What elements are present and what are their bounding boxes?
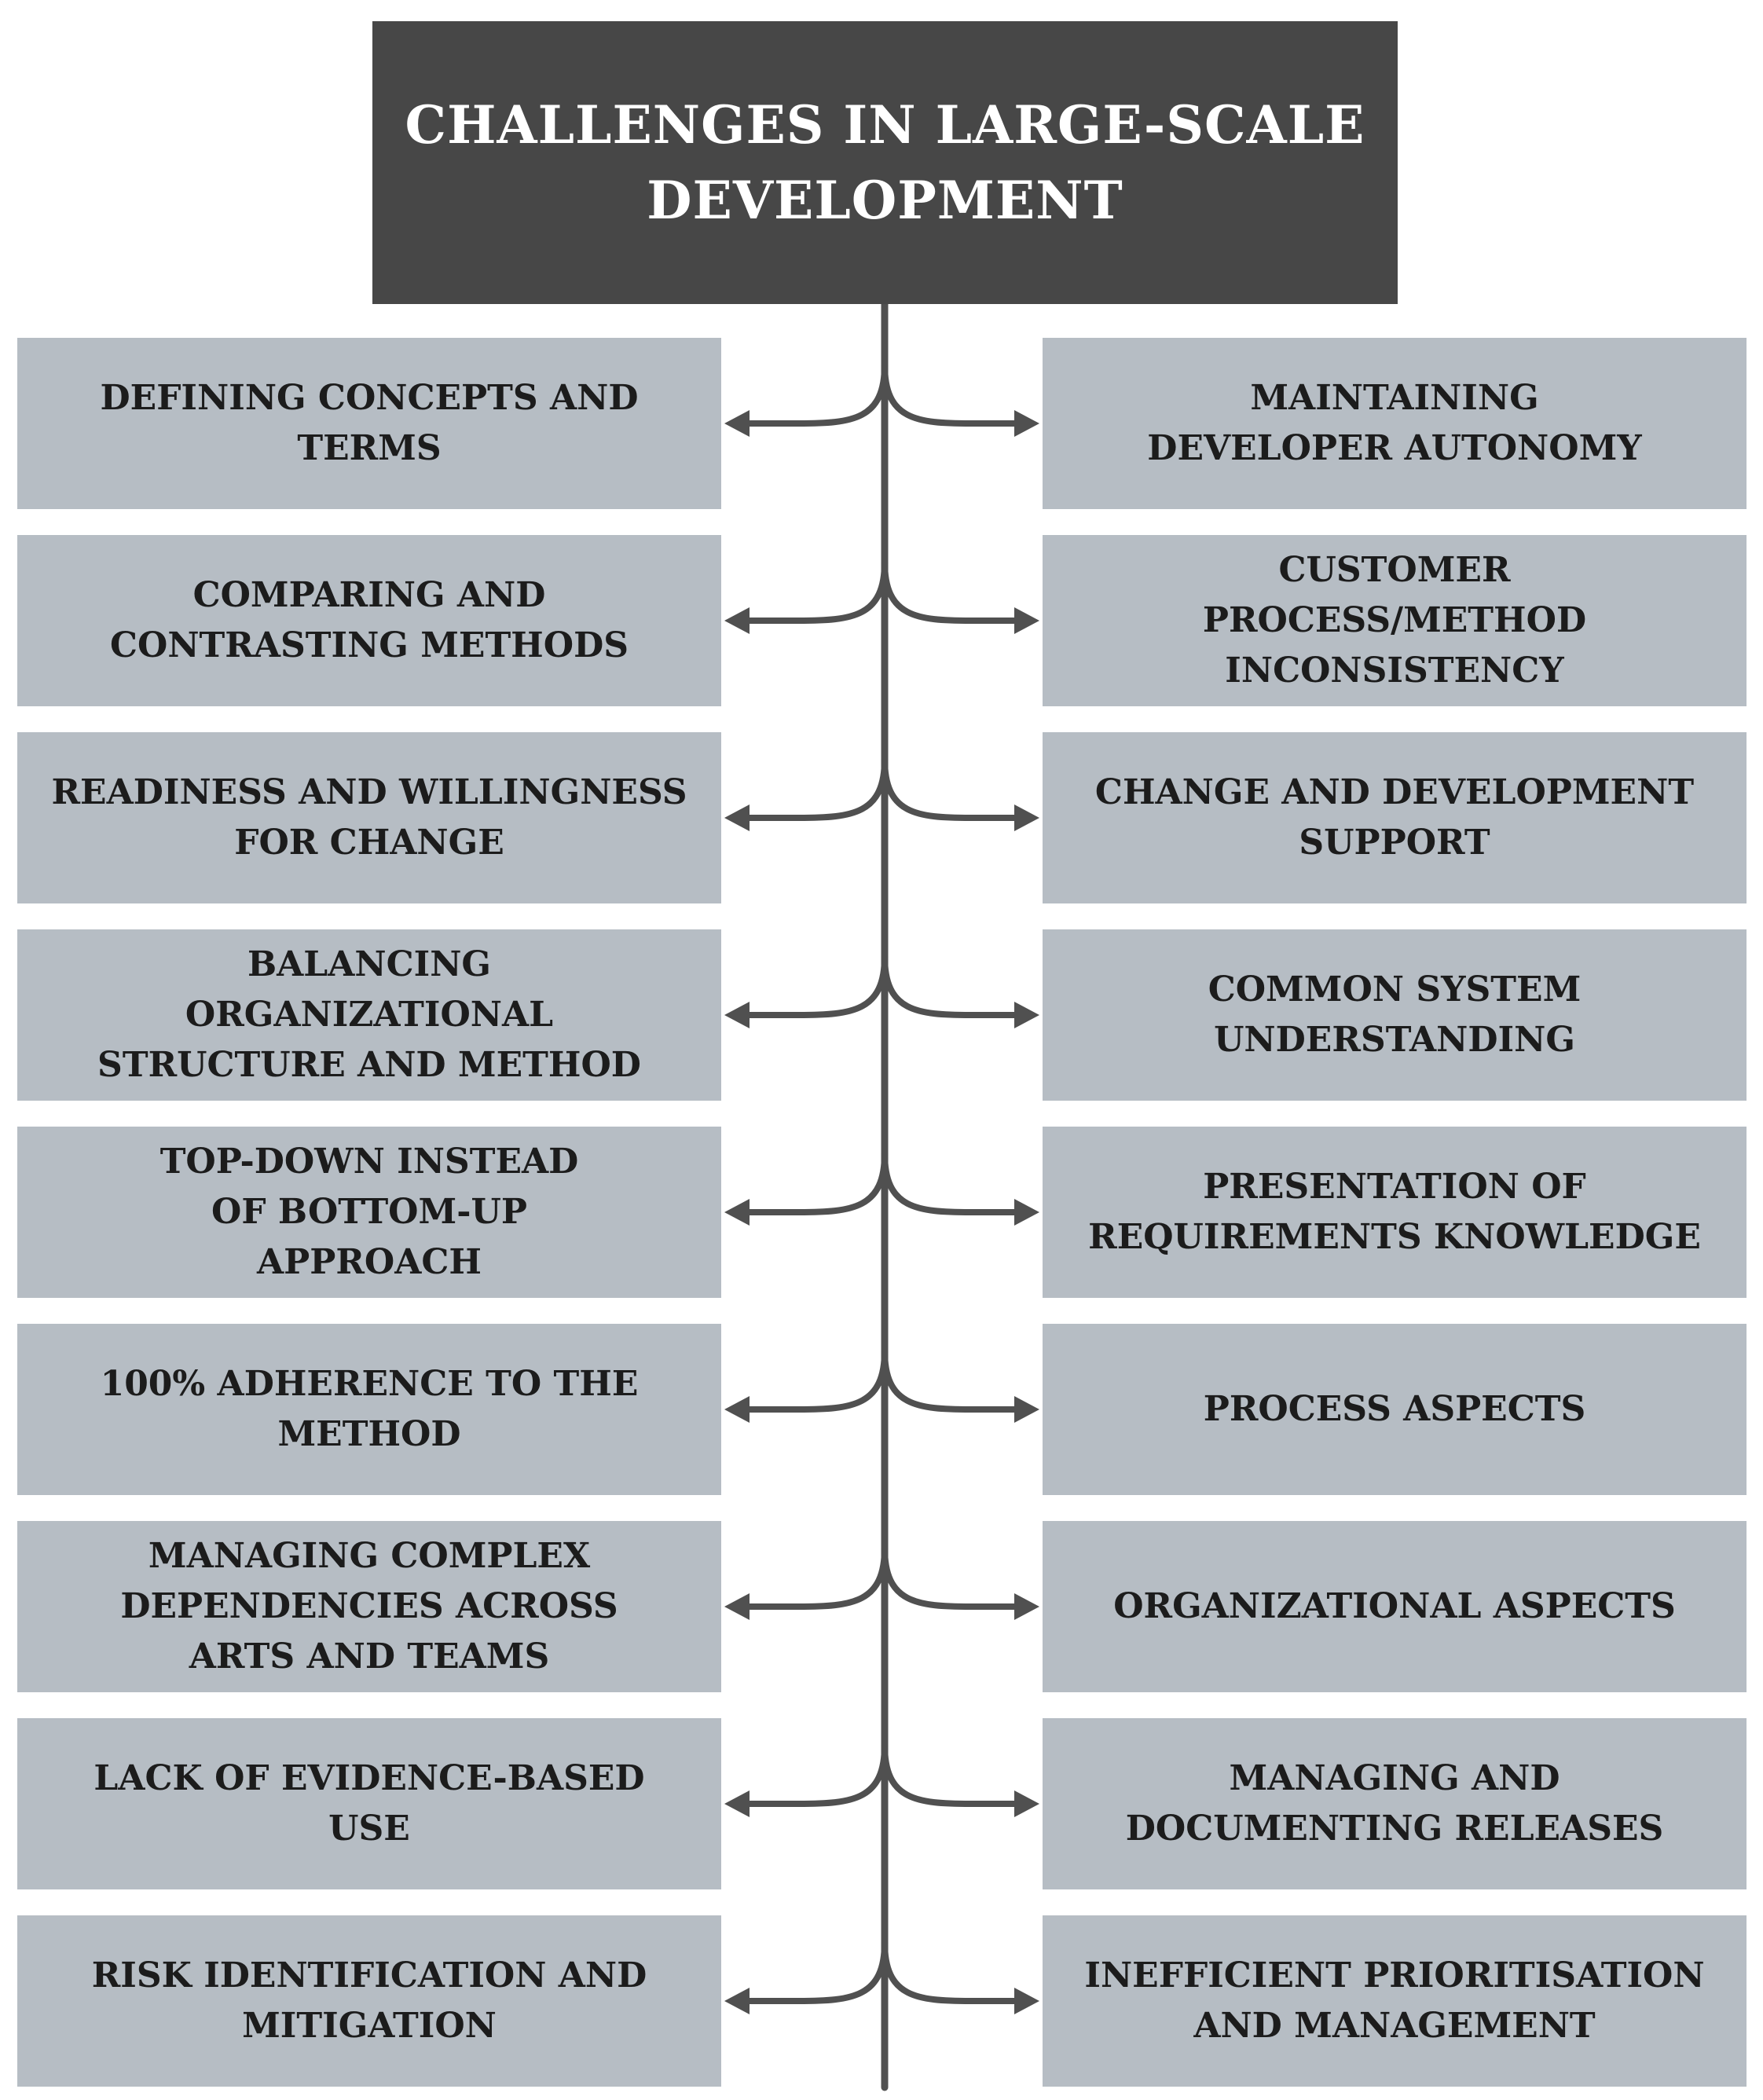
arrowhead-left: [724, 1396, 750, 1423]
right-challenge-label: INEFFICIENT PRIORITISATION AND MANAGEMEN…: [1084, 1955, 1705, 2046]
branch-left-line: [740, 1939, 888, 2004]
right-challenge-label: MAINTAINING DEVELOPER AUTONOMY: [1147, 378, 1642, 468]
arrowhead-left: [724, 410, 750, 437]
right-challenge-box: PRESENTATION OF REQUIREMENTS KNOWLEDGE: [1043, 1127, 1747, 1298]
left-challenge-box: DEFINING CONCEPTS AND TERMS: [17, 338, 721, 509]
arrowhead-right: [1014, 1790, 1039, 1817]
left-challenge-box: 100% ADHERENCE TO THE METHOD: [17, 1324, 721, 1495]
arrowhead-left: [724, 607, 750, 634]
left-challenge-box: RISK IDENTIFICATION AND MITIGATION: [17, 1915, 721, 2087]
branch-left-line: [740, 1545, 888, 1610]
left-challenge-label: RISK IDENTIFICATION AND MITIGATION: [91, 1955, 647, 2046]
arrowhead-left: [724, 1199, 750, 1226]
left-challenge-label: DEFINING CONCEPTS AND TERMS: [100, 378, 639, 468]
right-challenge-box: ORGANIZATIONAL ASPECTS: [1043, 1521, 1747, 1692]
arrowhead-left: [724, 1790, 750, 1817]
branch-right-line: [882, 1545, 1024, 1610]
arrowhead-left: [724, 804, 750, 831]
left-challenge-label: READINESS AND WILLINGNESS FOR CHANGE: [51, 772, 687, 863]
branch-left-line: [740, 1150, 888, 1215]
arrowhead-left: [724, 1988, 750, 2014]
right-challenge-box: MANAGING AND DOCUMENTING RELEASES: [1043, 1718, 1747, 1889]
arrowhead-right: [1014, 410, 1039, 437]
arrowhead-right: [1014, 607, 1039, 634]
arrowhead-right: [1014, 1988, 1039, 2014]
left-challenge-label: 100% ADHERENCE TO THE METHOD: [100, 1364, 639, 1454]
left-challenge-box: LACK OF EVIDENCE-BASED USE: [17, 1718, 721, 1889]
arrowhead-right: [1014, 1593, 1039, 1620]
left-challenge-box: TOP-DOWN INSTEAD OF BOTTOM-UP APPROACH: [17, 1127, 721, 1298]
branch-left-line: [740, 1742, 888, 1807]
branch-left-line: [740, 1347, 888, 1413]
left-challenge-box: MANAGING COMPLEX DEPENDENCIES ACROSS ART…: [17, 1521, 721, 1692]
arrowhead-right: [1014, 1396, 1039, 1423]
left-challenge-label: TOP-DOWN INSTEAD OF BOTTOM-UP APPROACH: [159, 1142, 579, 1282]
branch-right-line: [882, 953, 1024, 1018]
left-challenge-box: READINESS AND WILLINGNESS FOR CHANGE: [17, 732, 721, 903]
arrowhead-right: [1014, 1199, 1039, 1226]
arrowhead-right: [1014, 1002, 1039, 1028]
right-challenge-label: MANAGING AND DOCUMENTING RELEASES: [1125, 1758, 1664, 1849]
right-challenge-label: CHANGE AND DEVELOPMENT SUPPORT: [1094, 772, 1695, 863]
branch-right-line: [882, 559, 1024, 624]
right-challenge-box: COMMON SYSTEM UNDERSTANDING: [1043, 929, 1747, 1101]
branch-right-line: [882, 1347, 1024, 1413]
arrowhead-right: [1014, 804, 1039, 831]
diagram-title: CHALLENGES IN LARGE-SCALE DEVELOPMENT: [405, 94, 1365, 231]
branch-right-line: [882, 361, 1024, 427]
left-challenge-box: COMPARING AND CONTRASTING METHODS: [17, 535, 721, 706]
branch-left-line: [740, 953, 888, 1018]
left-challenge-label: BALANCING ORGANIZATIONAL STRUCTURE AND M…: [97, 944, 641, 1085]
right-challenge-label: ORGANIZATIONAL ASPECTS: [1113, 1586, 1676, 1626]
left-challenge-label: COMPARING AND CONTRASTING METHODS: [109, 575, 629, 665]
arrowhead-left: [724, 1002, 750, 1028]
title-box: CHALLENGES IN LARGE-SCALE DEVELOPMENT: [372, 21, 1398, 304]
branch-left-line: [740, 361, 888, 427]
left-challenge-box: BALANCING ORGANIZATIONAL STRUCTURE AND M…: [17, 929, 721, 1101]
left-challenge-label: LACK OF EVIDENCE-BASED USE: [93, 1758, 645, 1849]
branch-left-line: [740, 756, 888, 821]
right-challenge-box: PROCESS ASPECTS: [1043, 1324, 1747, 1495]
right-challenge-label: PRESENTATION OF REQUIREMENTS KNOWLEDGE: [1088, 1167, 1701, 1257]
right-challenge-box: CUSTOMER PROCESS/METHOD INCONSISTENCY: [1043, 535, 1747, 706]
branch-right-line: [882, 1939, 1024, 2004]
branch-right-line: [882, 756, 1024, 821]
right-challenge-box: MAINTAINING DEVELOPER AUTONOMY: [1043, 338, 1747, 509]
branch-right-line: [882, 1742, 1024, 1807]
arrowhead-left: [724, 1593, 750, 1620]
right-challenge-box: INEFFICIENT PRIORITISATION AND MANAGEMEN…: [1043, 1915, 1747, 2087]
right-challenge-label: COMMON SYSTEM UNDERSTANDING: [1208, 969, 1582, 1060]
right-challenge-label: PROCESS ASPECTS: [1203, 1389, 1586, 1429]
branch-right-line: [882, 1150, 1024, 1215]
right-challenge-box: CHANGE AND DEVELOPMENT SUPPORT: [1043, 732, 1747, 903]
left-challenge-label: MANAGING COMPLEX DEPENDENCIES ACROSS ART…: [120, 1536, 618, 1677]
branch-left-line: [740, 559, 888, 624]
right-challenge-label: CUSTOMER PROCESS/METHOD INCONSISTENCY: [1202, 550, 1587, 691]
